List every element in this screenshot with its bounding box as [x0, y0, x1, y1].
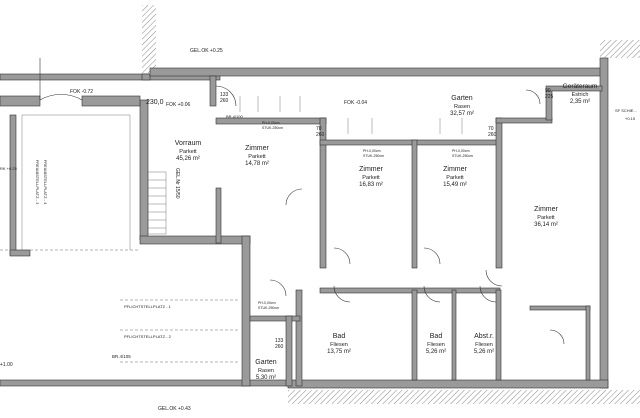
room-name: Garten [451, 95, 473, 102]
room-name: Garten [255, 359, 277, 366]
room-area: 36,14 m² [534, 222, 558, 228]
terrain-hatch-top-left [142, 5, 156, 73]
room-abstellraum: Abst.r. Fliesen 5,26 m² [474, 333, 494, 355]
misc-230: 230,0 [146, 99, 164, 106]
dim-260-a: 260 [316, 132, 325, 138]
room-area: 5,30 m² [256, 375, 276, 381]
room-zimmer-2: Zimmer Parkett 16,83 m² [359, 166, 383, 188]
level-fok-left: FOK -0.72 [70, 89, 93, 95]
stuck-3: PH-0,00cm [452, 149, 470, 153]
terrain-hatch-top-right [600, 40, 640, 58]
room-floor: Rasen [454, 104, 470, 110]
stuck-4: PH-0,00cm [258, 301, 276, 305]
room-floor: Fliesen [427, 342, 445, 348]
parking-label-1: PFLICHTSTELLPLATZ - 1 [124, 304, 172, 309]
level-fok-right: FOK -0.04 [344, 100, 367, 106]
room-area: 2,35 m² [570, 99, 590, 105]
room-area: 16,83 m² [359, 182, 383, 188]
br-label: BR.4/105 [112, 354, 131, 359]
level-ok-right: +0.15 [625, 116, 636, 121]
level-fok-mid: FOK +0.06 [166, 102, 191, 108]
room-floor: Fliesen [330, 342, 348, 348]
parking-label-3: FREIABSTELLPLATZ - 3 [35, 160, 40, 205]
interior-walls [215, 85, 603, 387]
room-name: Vorraum [175, 140, 202, 147]
room-name: Zimmer [359, 166, 383, 173]
stuck-4b: STUK-250cm [258, 306, 279, 310]
stuck-1b: STUK-250cm [262, 126, 283, 130]
stair-label: GEL.Nr 15/50 [174, 168, 180, 199]
room-floor: Estrich [572, 92, 589, 98]
level-gel-bottom: GEL.OK +0.43 [158, 406, 191, 412]
room-floor: Parkett [179, 149, 197, 155]
misc-rk: RK +0.25 [0, 166, 18, 171]
stuck-2: PH-0,00cm [363, 149, 381, 153]
room-name: Zimmer [245, 145, 269, 152]
dim-133-bot: 133 [275, 338, 284, 344]
room-area: 13,75 m² [327, 349, 351, 355]
dim-225: 225 [545, 94, 554, 100]
room-area: 5,26 m² [426, 349, 446, 355]
room-floor: Parkett [537, 215, 555, 221]
misc-left: +1.00 [0, 362, 13, 368]
room-name: Geräteraum [563, 83, 598, 90]
room-garten-top: Garten Rasen 32,57 m² [450, 95, 474, 117]
dim-90: 90 [545, 88, 551, 94]
room-bad-1: Bad Fliesen 13,75 m² [327, 333, 351, 355]
doors [39, 58, 565, 345]
room-bad-2: Bad Fliesen 5,26 m² [426, 333, 446, 355]
room-name: Bad [430, 333, 443, 340]
parking-lines [0, 114, 240, 363]
parking-label-2: PFLICHTSTELLPLATZ - 2 [124, 334, 172, 339]
room-area: 14,78 m² [245, 161, 269, 167]
dim-260-bot: 260 [275, 344, 284, 350]
room-zimmer-4: Zimmer Parkett 36,14 m² [534, 206, 558, 228]
room-area: 45,26 m² [176, 156, 200, 162]
room-floor: Parkett [248, 154, 266, 160]
window-markers [239, 96, 463, 134]
parking-label-4: FREIABSTELLPLATZ - 4 [43, 160, 48, 205]
room-garten-bottom: Garten Rasen 5,30 m² [255, 359, 277, 381]
dim-260-b: 260 [488, 132, 497, 138]
stuck-2b: STUK-250cm [363, 154, 384, 158]
outer-walls [0, 57, 609, 389]
level-sl-right: SF SCHIE... [615, 108, 637, 113]
room-name: Zimmer [534, 206, 558, 213]
room-floor: Parkett [362, 175, 380, 181]
room-zimmer-1: Zimmer Parkett 14,78 m² [245, 145, 269, 167]
room-floor: Rasen [258, 368, 274, 374]
stuck-1: PH-0,00cm [262, 121, 280, 125]
room-zimmer-3: Zimmer Parkett 15,49 m² [443, 166, 467, 188]
stuck-3b: STUK-250cm [452, 154, 473, 158]
dim-260-top: 260 [220, 98, 229, 104]
terrain-hatch-bottom [288, 390, 640, 404]
dim-133-top: 133 [220, 92, 229, 98]
room-area: 5,26 m² [474, 349, 494, 355]
level-gel-top: GEL.OK +0.25 [190, 48, 223, 54]
room-geraeteraum: Geräteraum Estrich 2,35 m² [563, 83, 598, 105]
br-label-2: BR.4/100 [226, 114, 243, 119]
room-vorraum: Vorraum Parkett 45,26 m² [175, 140, 202, 162]
room-floor: Fliesen [475, 342, 493, 348]
room-floor: Parkett [446, 175, 464, 181]
dim-70-b: 70 [488, 126, 494, 132]
room-area: 15,49 m² [443, 182, 467, 188]
stair [147, 171, 167, 235]
room-name: Bad [333, 333, 346, 340]
room-area: 32,57 m² [450, 111, 474, 117]
dim-70-a: 70 [316, 126, 322, 132]
room-name: Abst.r. [474, 333, 494, 340]
room-name: Zimmer [443, 166, 467, 173]
